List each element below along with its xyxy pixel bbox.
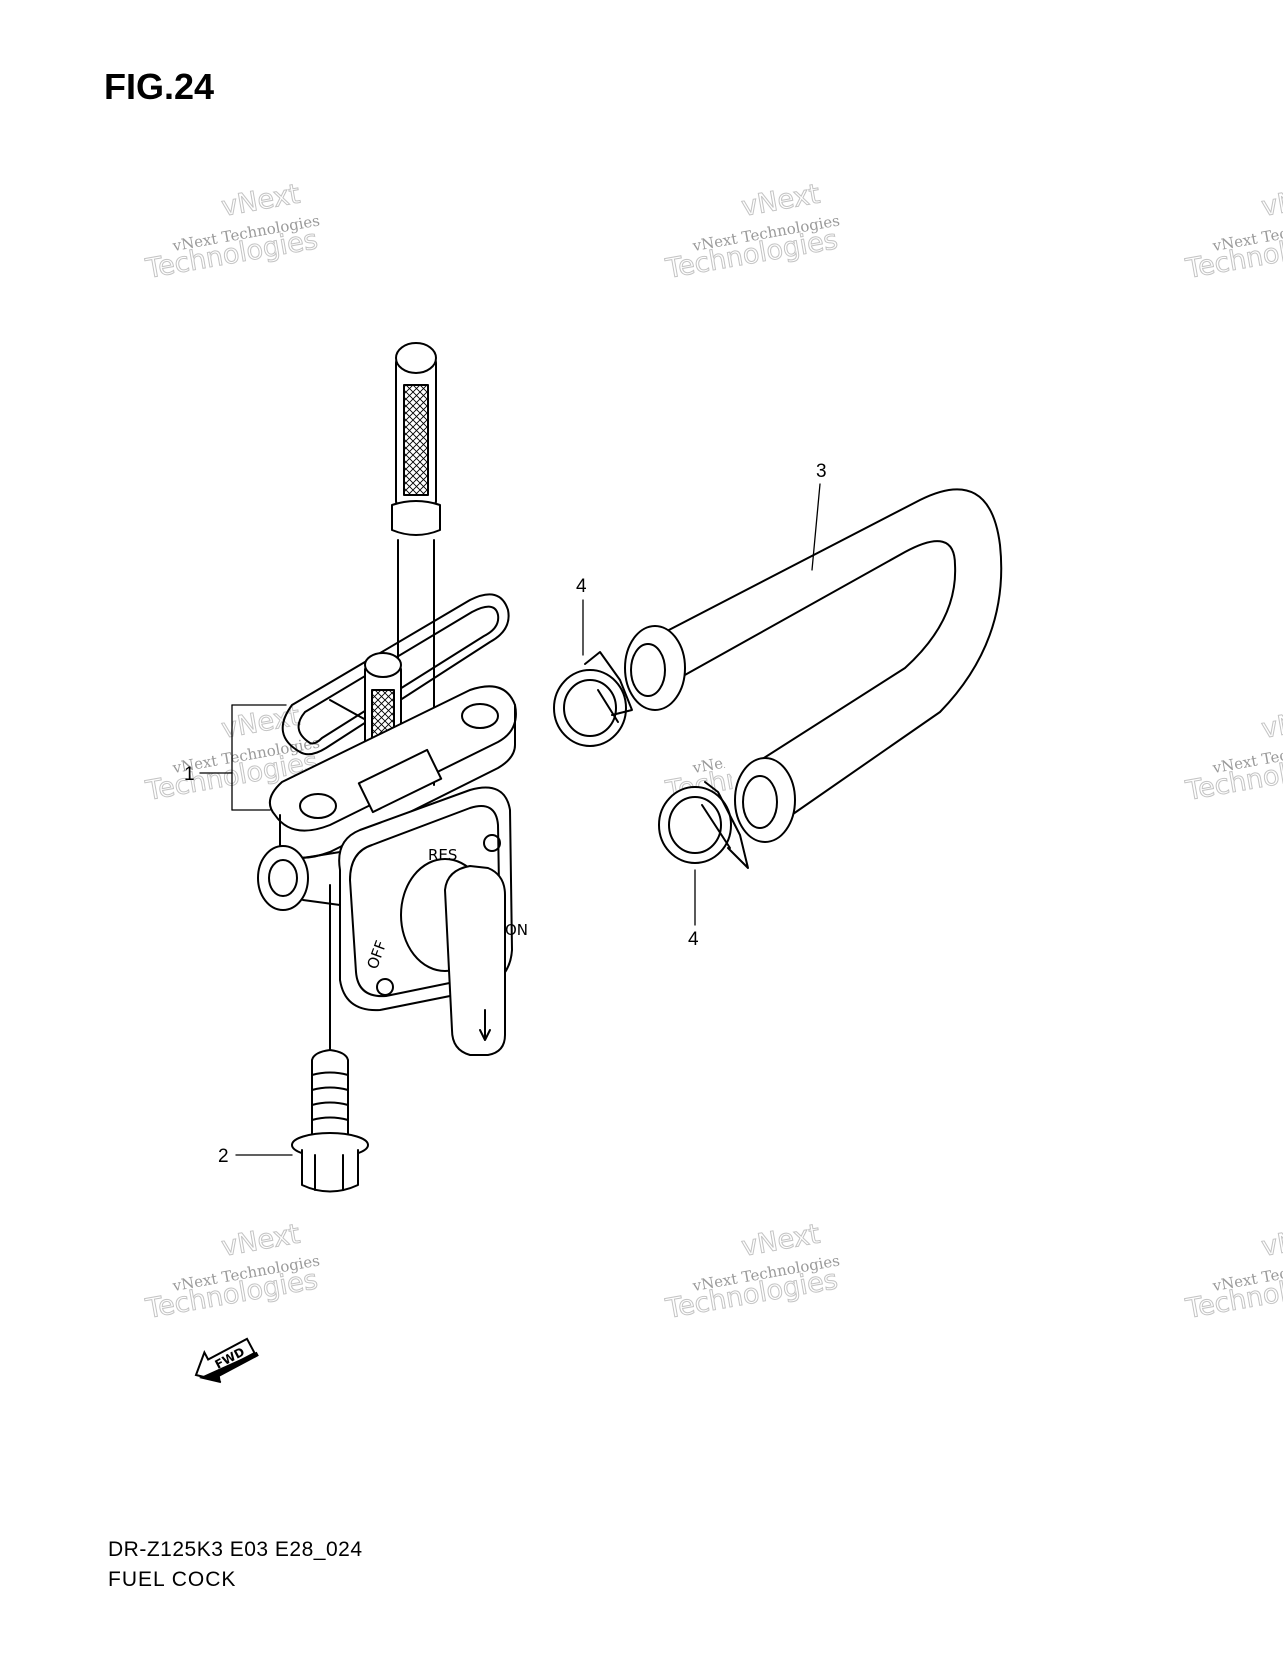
part-hose-clamp-upper [553,651,633,747]
part-fuel-hose [624,488,1003,843]
leader-lines [199,483,821,1156]
lever-marking-res: RES [428,846,457,864]
svg-text:vNext: vNext [1259,701,1283,745]
callout-3: 3 [816,461,827,482]
footer-section-name: FUEL COCK [108,1568,237,1591]
part-hose-clamp-lower [658,781,749,869]
callout-4-lower: 4 [688,929,699,950]
part-fuel-cock-assembly: RES OFF ON [257,342,528,1056]
lever-marking-on: ON [505,921,528,939]
svg-text:vNext: vNext [1259,179,1283,223]
main-strainer-tube [391,342,441,786]
part-bolt [291,884,369,1193]
figure-title: FIG.24 [104,66,215,107]
forward-direction-arrow: FWD [194,1337,259,1384]
footer-model-code: DR-Z125K3 E03 E28_024 [108,1538,363,1561]
callout-4-upper: 4 [576,576,587,597]
fuel-cock-lever [444,865,506,1056]
svg-text:vNext: vNext [1259,1219,1283,1263]
callout-1: 1 [184,764,195,785]
callout-2: 2 [218,1146,229,1167]
